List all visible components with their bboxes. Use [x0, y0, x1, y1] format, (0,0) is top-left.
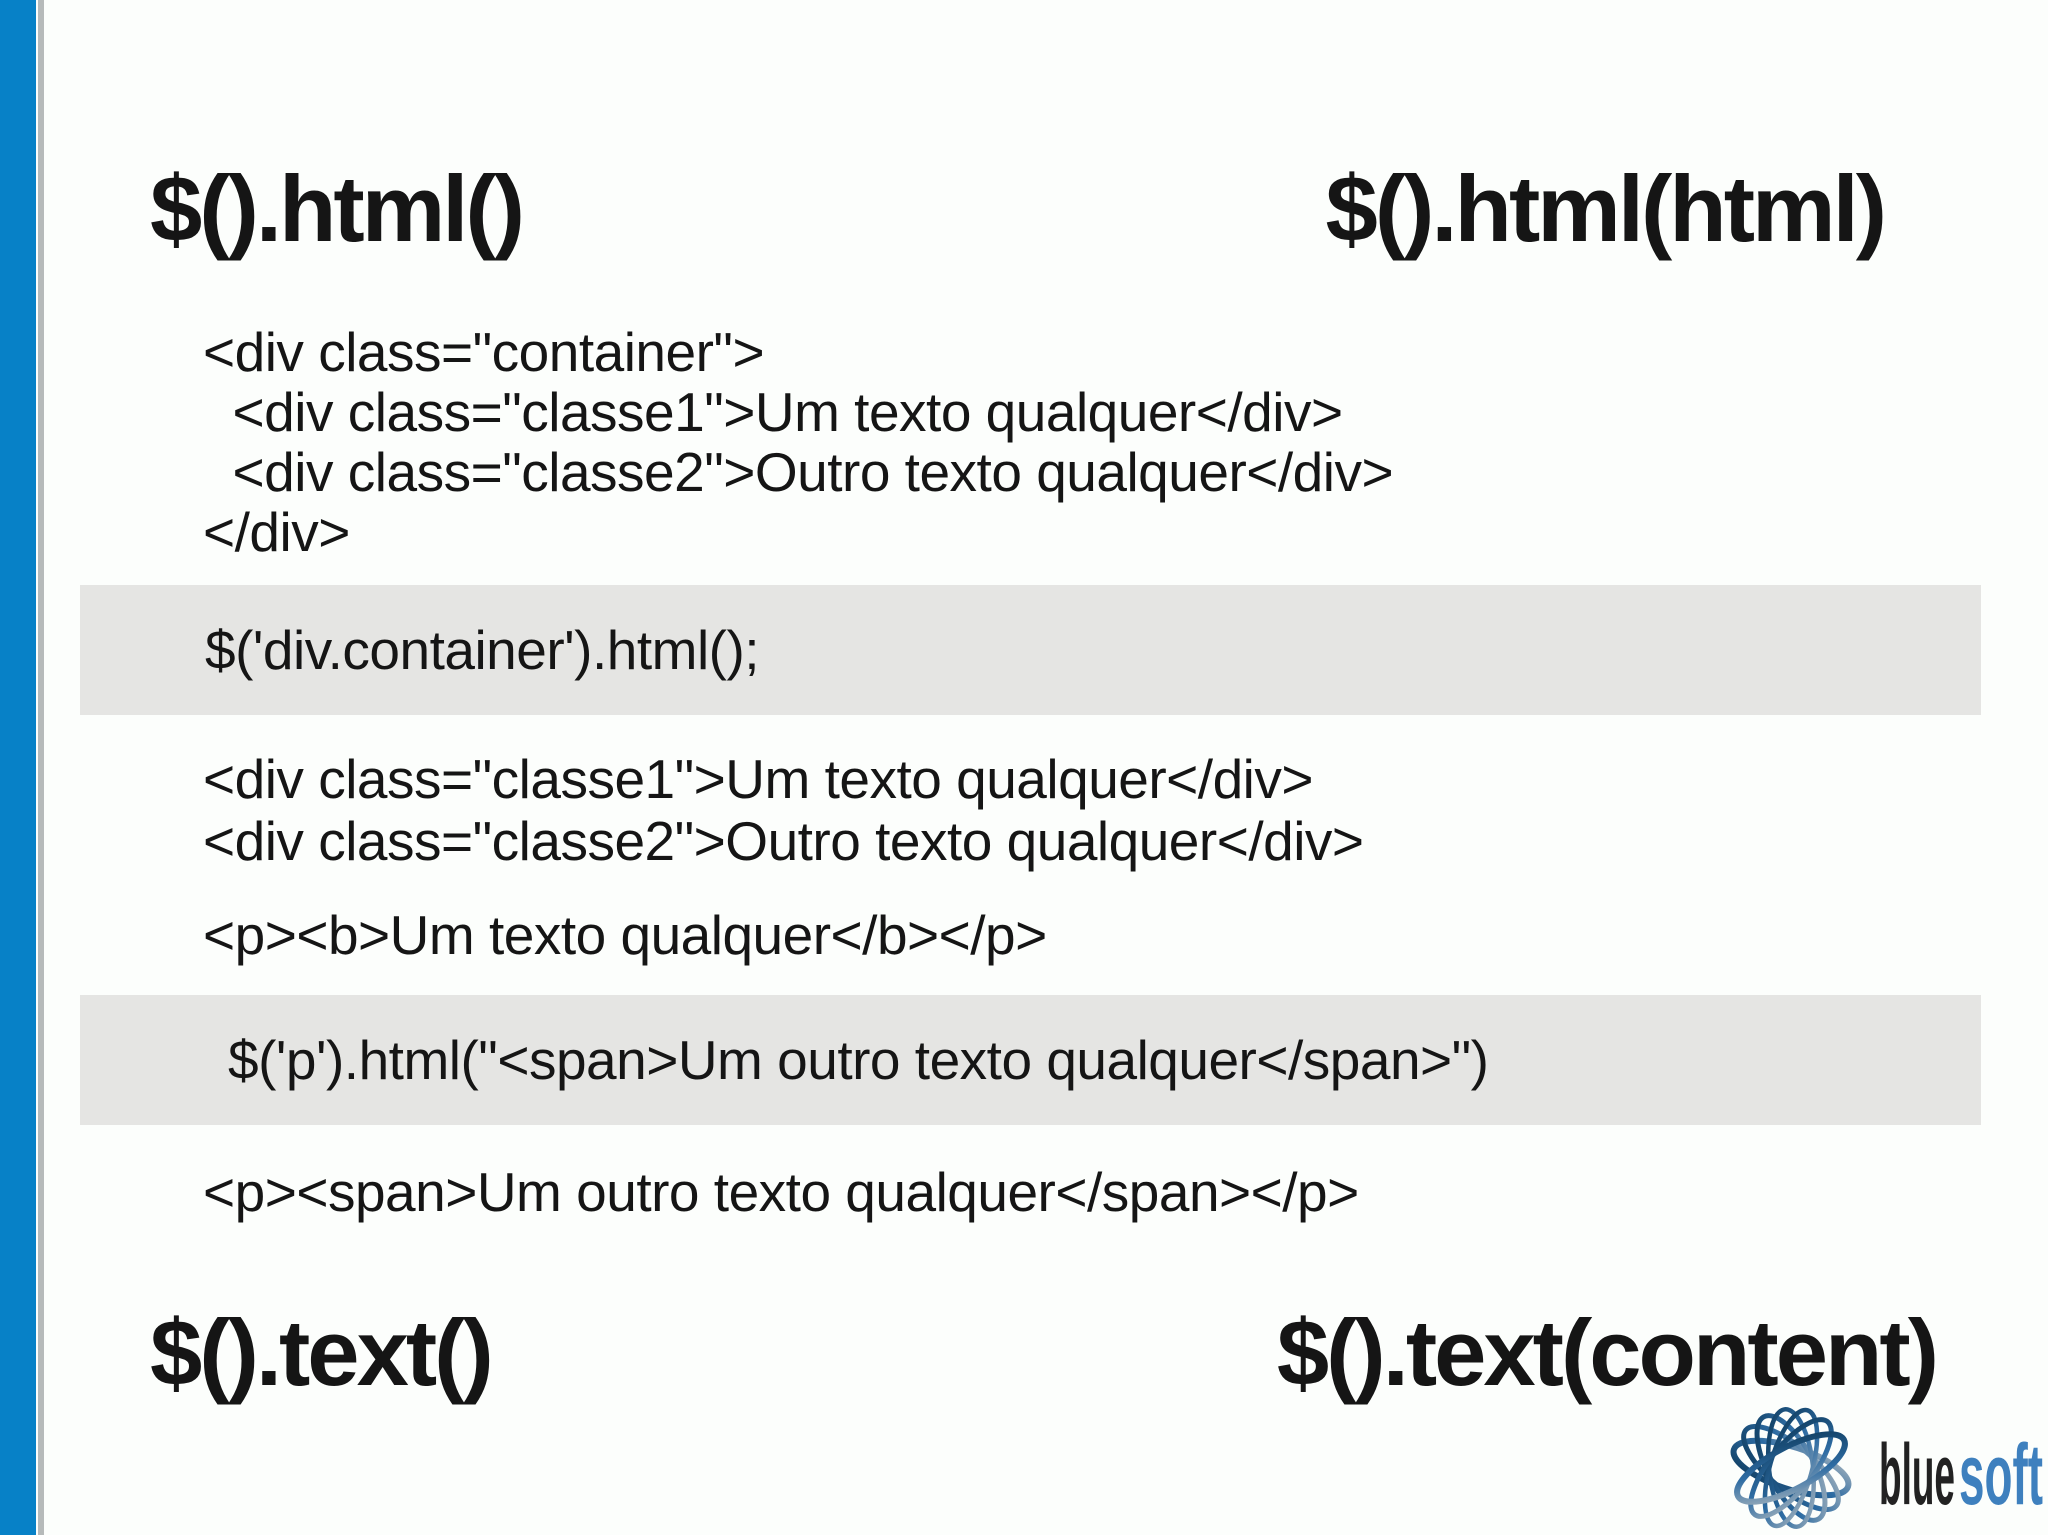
code-container-markup: <div class="container"> <div class="clas… — [203, 321, 1394, 563]
code-line: <p><b>Um texto qualquer</b></p> — [203, 904, 1047, 966]
code-jquery-html-get: $('div.container').html(); — [205, 619, 760, 681]
highlight-jquery-html-set: $('p').html("<span>Um outro texto qualqu… — [80, 995, 1981, 1125]
code-line: <div class="classe1">Um texto qualquer</… — [203, 381, 1344, 443]
title-text-getter: $().text() — [150, 1300, 494, 1405]
code-line: <div class="classe2">Outro texto qualque… — [203, 810, 1364, 872]
logo-word-blue: blue — [1879, 1427, 1955, 1523]
html-title-row: $().html() $().html(html) — [150, 156, 1887, 261]
code-line: <p><span>Um outro texto qualquer</span><… — [203, 1161, 1359, 1223]
code-line: <div class="container"> — [203, 321, 765, 383]
title-text-setter: $().text(content) — [1276, 1300, 1939, 1405]
left-accent-edge — [38, 0, 44, 1535]
text-title-row: $().text() $().text(content) — [150, 1300, 1939, 1405]
code-line: <div class="classe1">Um texto qualquer</… — [203, 748, 1314, 810]
title-html-getter: $().html() — [150, 156, 525, 261]
code-result-markup: <div class="classe1">Um texto qualquer</… — [203, 748, 1364, 872]
code-paragraph-result-markup: <p><span>Um outro texto qualquer</span><… — [203, 1162, 1359, 1222]
logo-word-soft: soft — [1959, 1427, 2043, 1523]
left-accent-bar — [0, 0, 36, 1535]
code-paragraph-markup: <p><b>Um texto qualquer</b></p> — [203, 905, 1047, 965]
code-line: <div class="classe2">Outro texto qualque… — [203, 441, 1394, 503]
title-html-setter: $().html(html) — [1325, 156, 1887, 261]
code-jquery-html-set: $('p').html("<span>Um outro texto qualqu… — [228, 1029, 1489, 1091]
bluesoft-logo: blue soft — [1703, 1406, 2048, 1532]
highlight-jquery-html-get: $('div.container').html(); — [80, 585, 1981, 715]
swirl-icon — [1730, 1407, 1852, 1529]
code-line: </div> — [203, 501, 350, 563]
bluesoft-logo-graphic: blue soft — [1730, 1407, 2043, 1529]
